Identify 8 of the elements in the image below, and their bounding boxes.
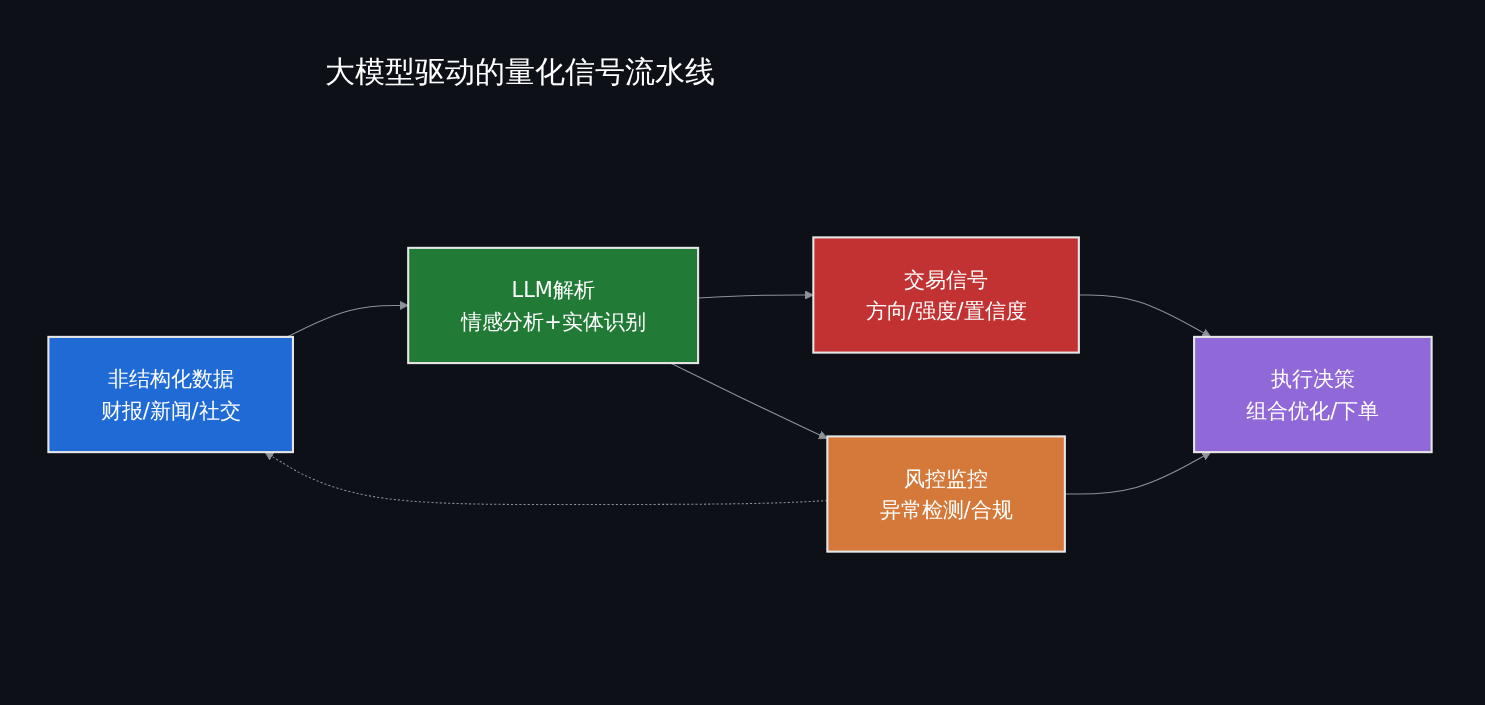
node-box: 风控监控 异常检测/合规	[826, 435, 1066, 554]
node-box: 执行决策 组合优化/下单	[1193, 336, 1433, 454]
diagram-title: 大模型驱动的量化信号流水线	[325, 53, 715, 91]
node-box: LLM解析 情感分析+实体识别	[407, 247, 700, 365]
arrow	[1064, 452, 1212, 496]
node-box: 非结构化数据 财报/新闻/社交	[47, 336, 294, 454]
arrow	[1078, 294, 1212, 338]
node-box: 交易信号 方向/强度/置信度	[812, 236, 1080, 355]
